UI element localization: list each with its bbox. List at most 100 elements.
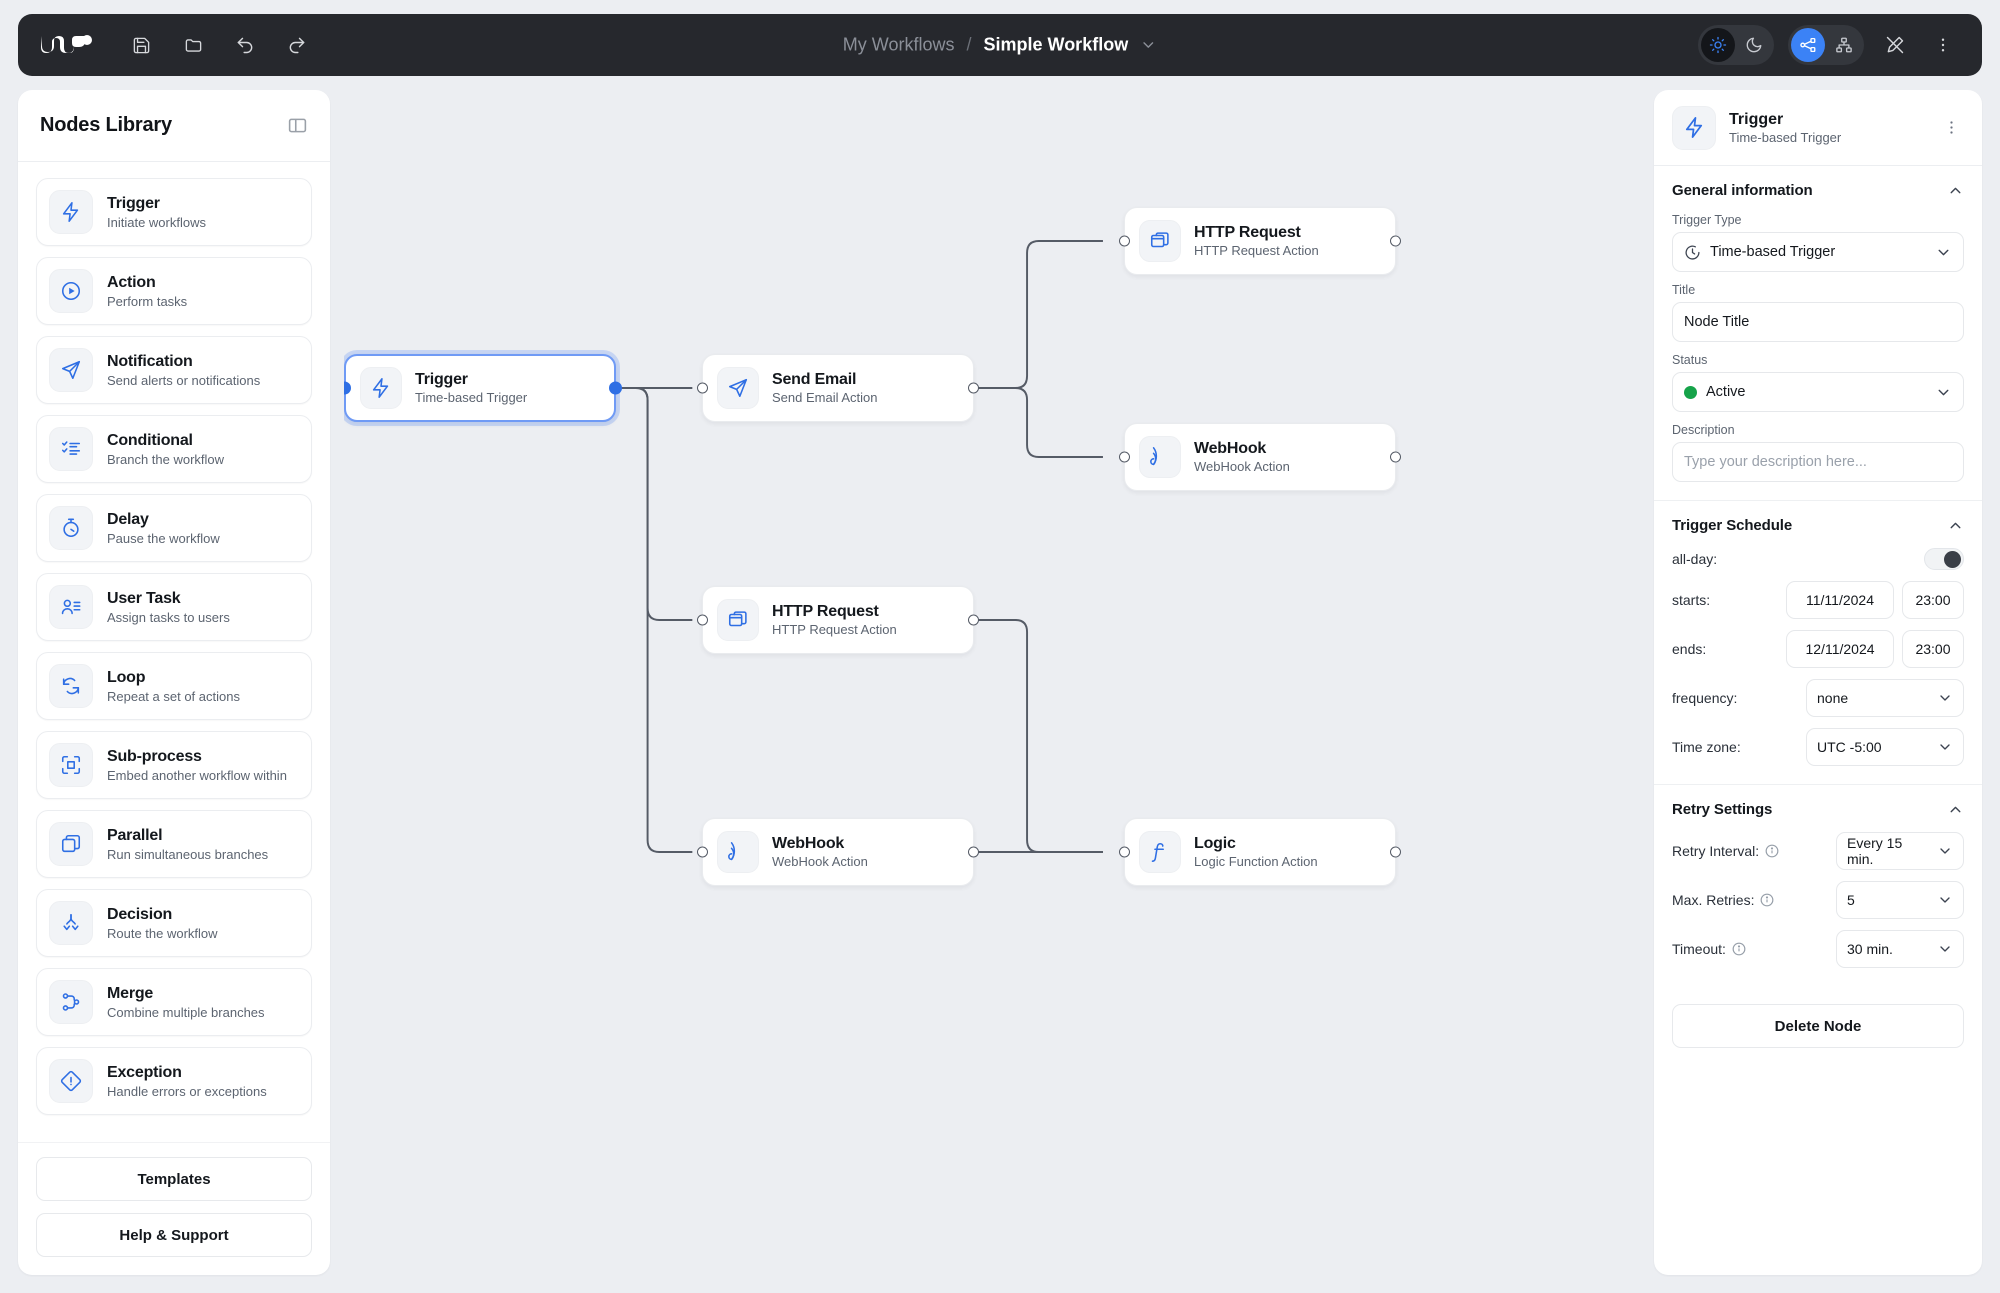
theme-light-icon[interactable] (1701, 28, 1735, 62)
undo-icon[interactable] (230, 30, 260, 60)
section-retry-settings: Retry Settings Retry Interval: (1654, 785, 1982, 986)
node-output-port[interactable] (1390, 846, 1401, 858)
node-input-port[interactable] (1119, 451, 1130, 463)
retry-interval-value: Every 15 min. (1847, 835, 1903, 867)
section-retry-title: Retry Settings (1672, 801, 1773, 818)
delete-node-button[interactable]: Delete Node (1672, 1004, 1964, 1048)
more-vertical-icon[interactable] (1939, 115, 1964, 140)
row-timezone: Time zone: UTC -5:00 (1672, 728, 1964, 766)
library-node-desc: Assign tasks to users (107, 609, 230, 625)
retry-interval-label: Retry Interval: (1672, 843, 1760, 859)
status-select[interactable]: Active (1672, 372, 1964, 412)
help-support-button[interactable]: Help & Support (36, 1213, 312, 1257)
node-input-port[interactable] (1119, 846, 1130, 858)
panel-collapse-icon[interactable] (287, 115, 308, 136)
redo-icon[interactable] (282, 30, 312, 60)
layout-tree-icon[interactable] (1827, 28, 1861, 62)
bolt-icon (1672, 105, 1716, 150)
sidebar-footer: Templates Help & Support (18, 1142, 330, 1275)
node-input-port[interactable] (344, 381, 351, 395)
node-input-port[interactable] (1119, 235, 1130, 247)
canvas-node-name: Logic (1194, 835, 1236, 852)
max-retries-select[interactable]: 5 (1836, 881, 1964, 919)
node-output-port[interactable] (968, 846, 979, 858)
sidebar-header: Nodes Library (18, 90, 330, 162)
frequency-value: none (1817, 690, 1849, 706)
title-input[interactable]: Node Title (1672, 302, 1964, 342)
theme-dark-icon[interactable] (1737, 28, 1771, 62)
canvas-node-subtitle: HTTP Request Action (772, 622, 897, 637)
info-icon[interactable] (1760, 893, 1774, 907)
ends-date-input[interactable]: 12/11/2024 (1786, 630, 1894, 668)
node-output-port[interactable] (968, 382, 979, 394)
node-output-port[interactable] (609, 381, 622, 395)
starts-time-input[interactable]: 23:00 (1902, 581, 1964, 619)
description-label: Description (1672, 423, 1735, 437)
description-input[interactable]: Type your description here... (1672, 442, 1964, 482)
breadcrumb-parent[interactable]: My Workflows (842, 34, 955, 55)
timeout-select[interactable]: 30 min. (1836, 930, 1964, 968)
open-folder-icon[interactable] (178, 30, 208, 60)
user-list-icon (49, 585, 93, 629)
retry-interval-label-group: Retry Interval: (1672, 843, 1779, 859)
more-vertical-icon[interactable] (1926, 28, 1960, 62)
node-output-port[interactable] (968, 614, 979, 626)
breadcrumb-current[interactable]: Simple Workflow (983, 34, 1129, 55)
retry-interval-select[interactable]: Every 15 min. (1836, 832, 1964, 870)
all-day-toggle[interactable] (1924, 548, 1964, 570)
save-icon[interactable] (126, 30, 156, 60)
library-node-name: Sub-process (107, 747, 202, 765)
chevron-down-icon[interactable] (1140, 37, 1157, 54)
info-icon[interactable] (1732, 942, 1746, 956)
starts-date-input[interactable]: 11/11/2024 (1786, 581, 1894, 619)
node-input-port[interactable] (697, 382, 708, 394)
layout-graph-icon[interactable] (1791, 28, 1825, 62)
sidebar-title: Nodes Library (40, 114, 172, 136)
starts-label: starts: (1672, 592, 1711, 608)
workflow-logo[interactable] (40, 32, 96, 58)
node-input-port[interactable] (697, 614, 708, 626)
templates-button[interactable]: Templates (36, 1157, 312, 1201)
frequency-select[interactable]: none (1806, 679, 1964, 717)
edit-off-icon[interactable] (1878, 28, 1912, 62)
node-output-port[interactable] (1390, 235, 1401, 247)
node-output-port[interactable] (1390, 451, 1401, 463)
section-general-header[interactable]: General information (1672, 182, 1964, 199)
status-dot-icon (1684, 385, 1697, 399)
section-schedule-header[interactable]: Trigger Schedule (1672, 517, 1964, 534)
info-icon[interactable] (1765, 844, 1779, 858)
max-retries-value: 5 (1847, 892, 1855, 908)
ends-time-input[interactable]: 23:00 (1902, 630, 1964, 668)
chevron-up-icon[interactable] (1947, 182, 1964, 199)
row-ends: ends: 12/11/2024 23:00 (1672, 630, 1964, 668)
timezone-select[interactable]: UTC -5:00 (1806, 728, 1964, 766)
node-input-port[interactable] (697, 846, 708, 858)
chevron-up-icon[interactable] (1947, 801, 1964, 818)
library-node-desc: Send alerts or notifications (107, 372, 261, 388)
section-retry-header[interactable]: Retry Settings (1672, 801, 1964, 818)
trigger-type-select[interactable]: Time-based Trigger (1672, 232, 1964, 272)
chevron-up-icon[interactable] (1947, 517, 1964, 534)
